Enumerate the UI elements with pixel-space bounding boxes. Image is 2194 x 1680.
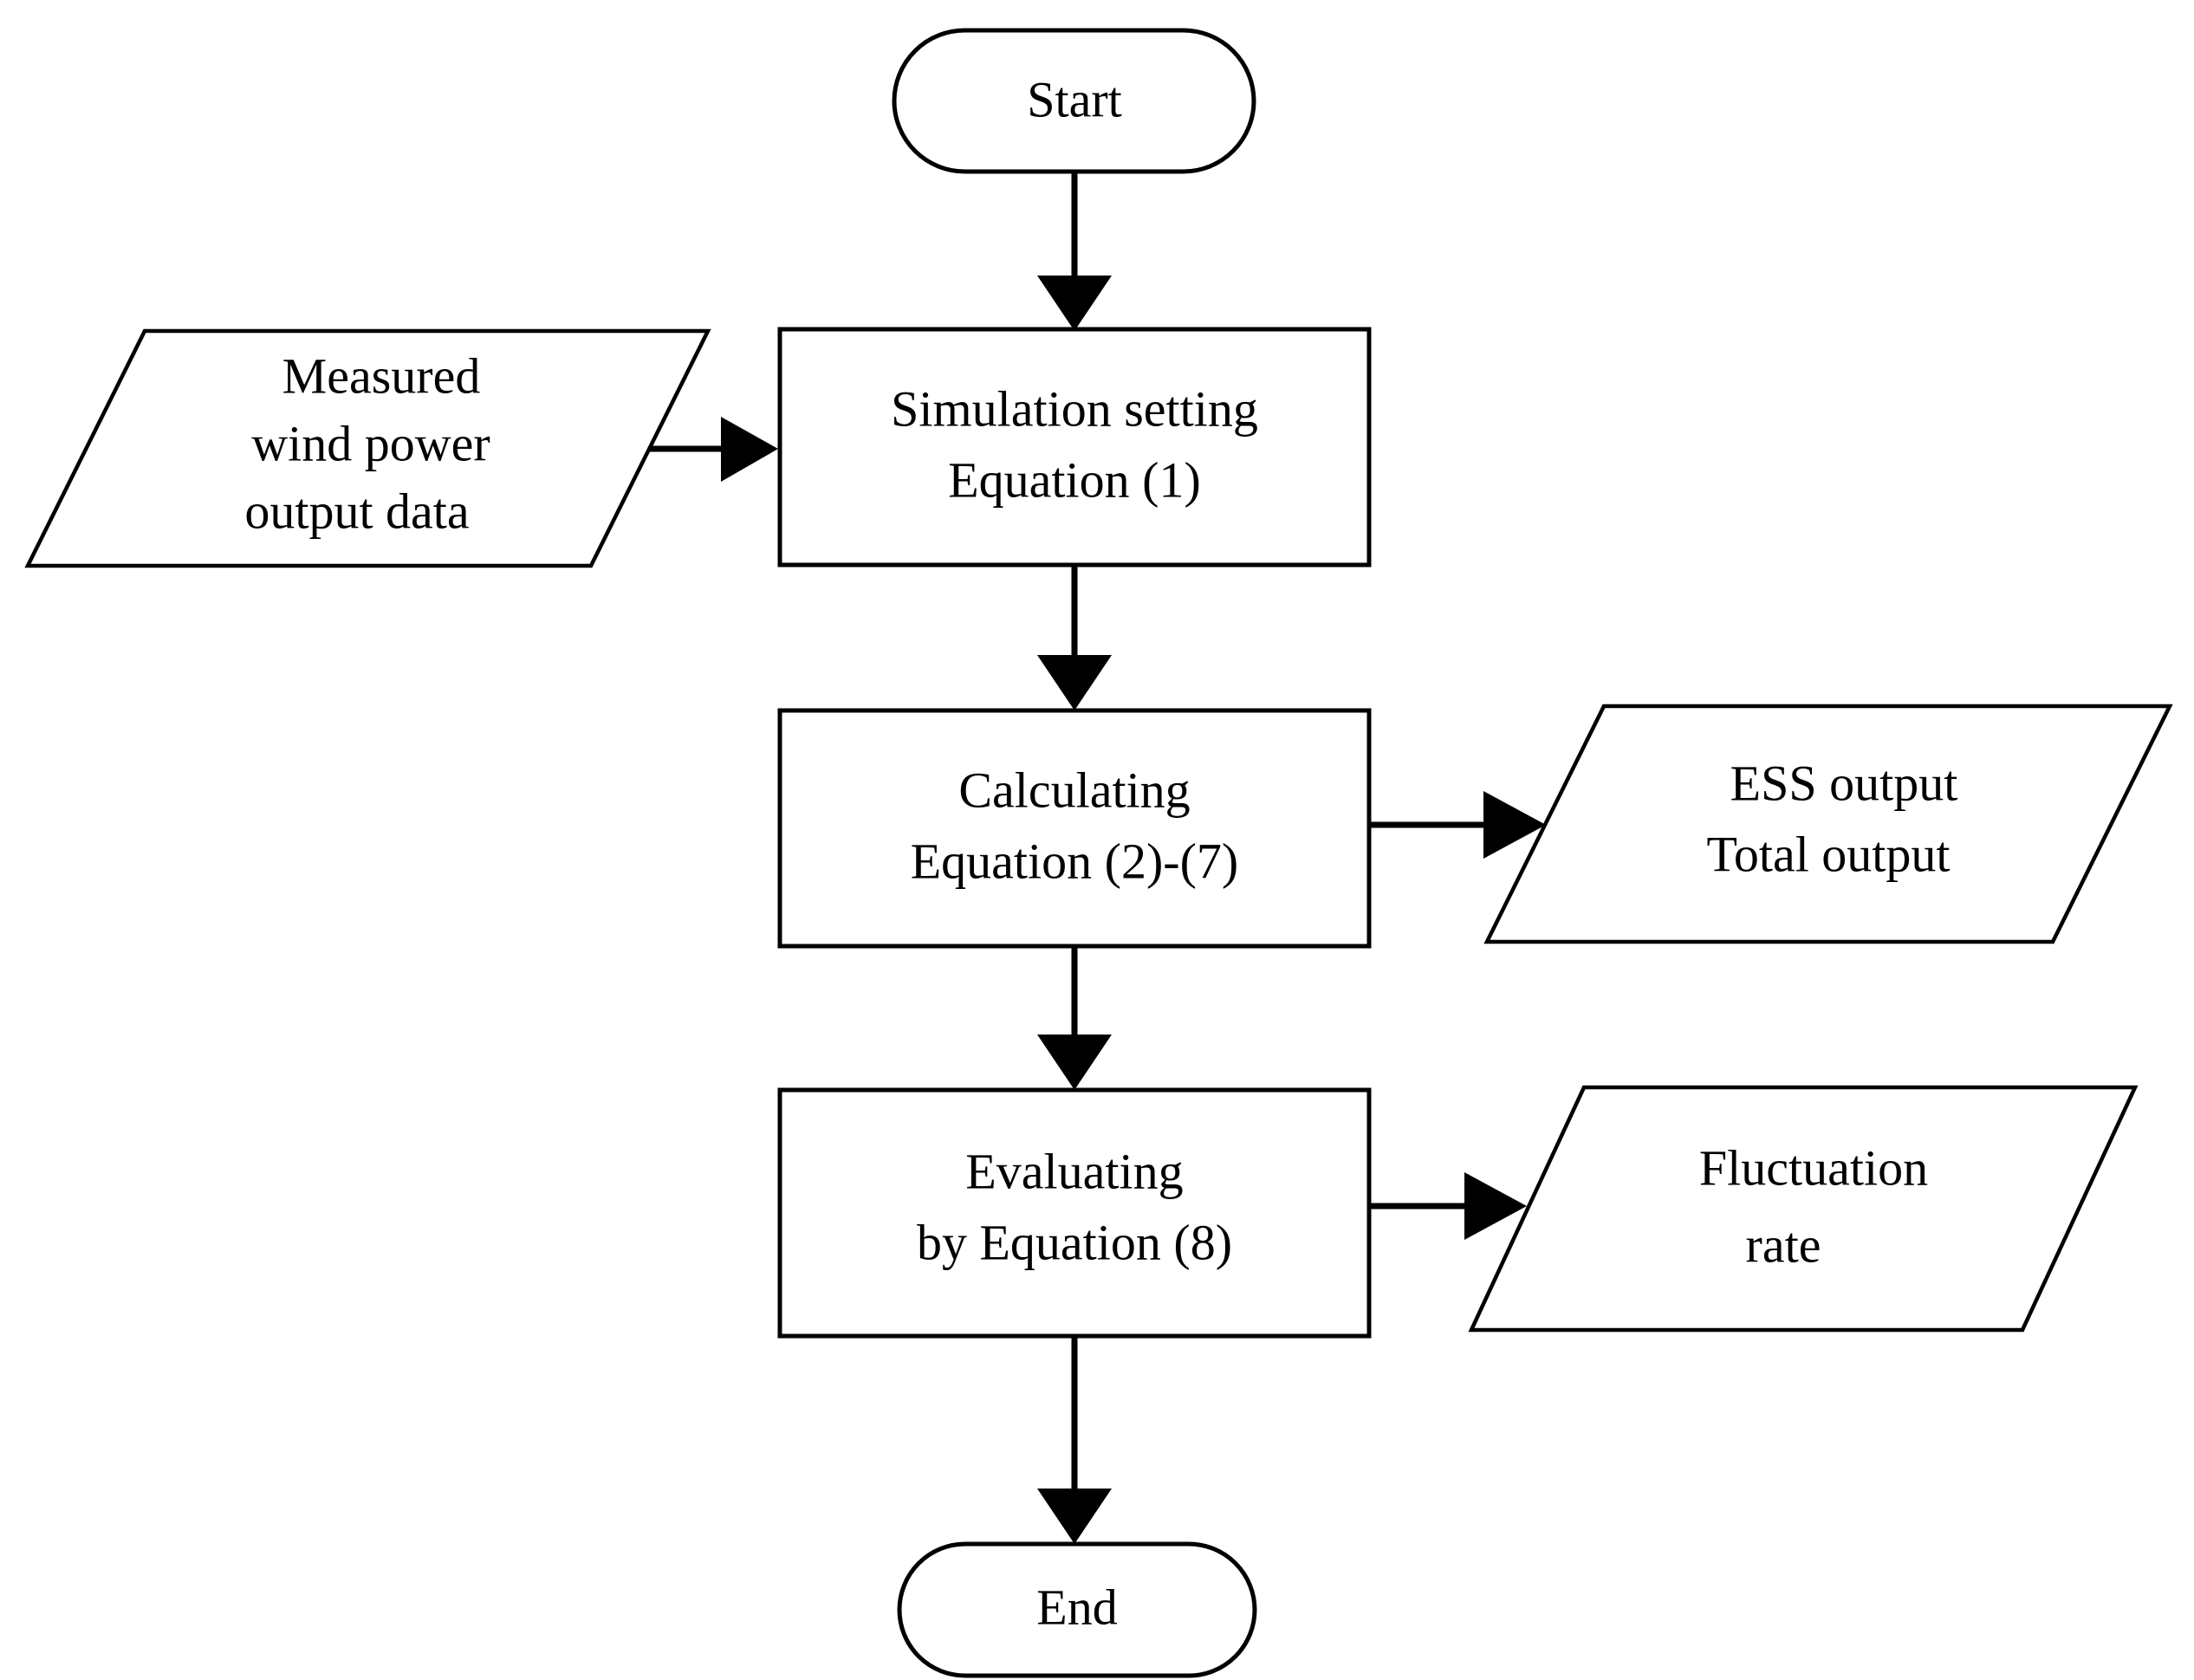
node-simulation-setting[interactable]: Simulation setting Equation (1) bbox=[777, 327, 1372, 568]
end-label: End bbox=[1036, 1579, 1117, 1635]
edge-simulation-to-calculating bbox=[1037, 567, 1112, 710]
evaluating-line-2: by Equation (8) bbox=[917, 1214, 1232, 1270]
start-shape bbox=[892, 28, 1256, 174]
evaluating-shape bbox=[777, 1087, 1372, 1339]
ess-output-line-2: Total output bbox=[1706, 826, 1950, 882]
ess-output-shape bbox=[1483, 704, 2173, 944]
node-fluctuation-rate[interactable]: Fluctuation rate bbox=[1468, 1085, 2139, 1333]
simulation-setting-shape bbox=[777, 327, 1372, 568]
measured-data-line-3: output data bbox=[244, 483, 469, 539]
edge-evaluating-to-end bbox=[1037, 1336, 1112, 1544]
measured-data-line-1: Measured bbox=[282, 347, 481, 404]
node-end[interactable]: End bbox=[897, 1541, 1257, 1678]
node-measured-data[interactable]: Measured wind power output data bbox=[24, 328, 711, 568]
edge-calculating-to-evaluating bbox=[1037, 946, 1112, 1090]
start-label: Start bbox=[1027, 71, 1122, 127]
simulation-setting-line-1: Simulation setting bbox=[891, 380, 1258, 437]
measured-data-line-2: wind power bbox=[251, 415, 490, 471]
calculating-line-2: Equation (2)-(7) bbox=[911, 833, 1238, 889]
node-ess-output[interactable]: ESS output Total output bbox=[1483, 704, 2173, 944]
simulation-setting-line-2: Equation (1) bbox=[948, 451, 1201, 508]
edge-evaluating-to-fluctuation bbox=[1371, 1172, 1527, 1240]
measured-data-shape bbox=[24, 328, 711, 568]
edge-start-to-simulation bbox=[1037, 173, 1112, 331]
ess-output-line-1: ESS output bbox=[1730, 755, 1958, 811]
node-evaluating[interactable]: Evaluating by Equation (8) bbox=[777, 1087, 1372, 1339]
fluctuation-rate-line-2: rate bbox=[1746, 1216, 1821, 1273]
evaluating-line-1: Evaluating bbox=[965, 1143, 1183, 1199]
node-start[interactable]: Start bbox=[892, 28, 1256, 174]
fluctuation-rate-line-1: Fluctuation bbox=[1699, 1139, 1928, 1196]
calculating-line-1: Calculating bbox=[958, 762, 1190, 818]
end-shape bbox=[897, 1541, 1257, 1678]
calculating-shape bbox=[777, 708, 1372, 949]
edge-calculating-to-ess bbox=[1371, 791, 1546, 859]
node-calculating[interactable]: Calculating Equation (2)-(7) bbox=[777, 708, 1372, 949]
fluctuation-rate-shape bbox=[1468, 1085, 2139, 1333]
edge-measured-to-simulation bbox=[648, 417, 778, 482]
